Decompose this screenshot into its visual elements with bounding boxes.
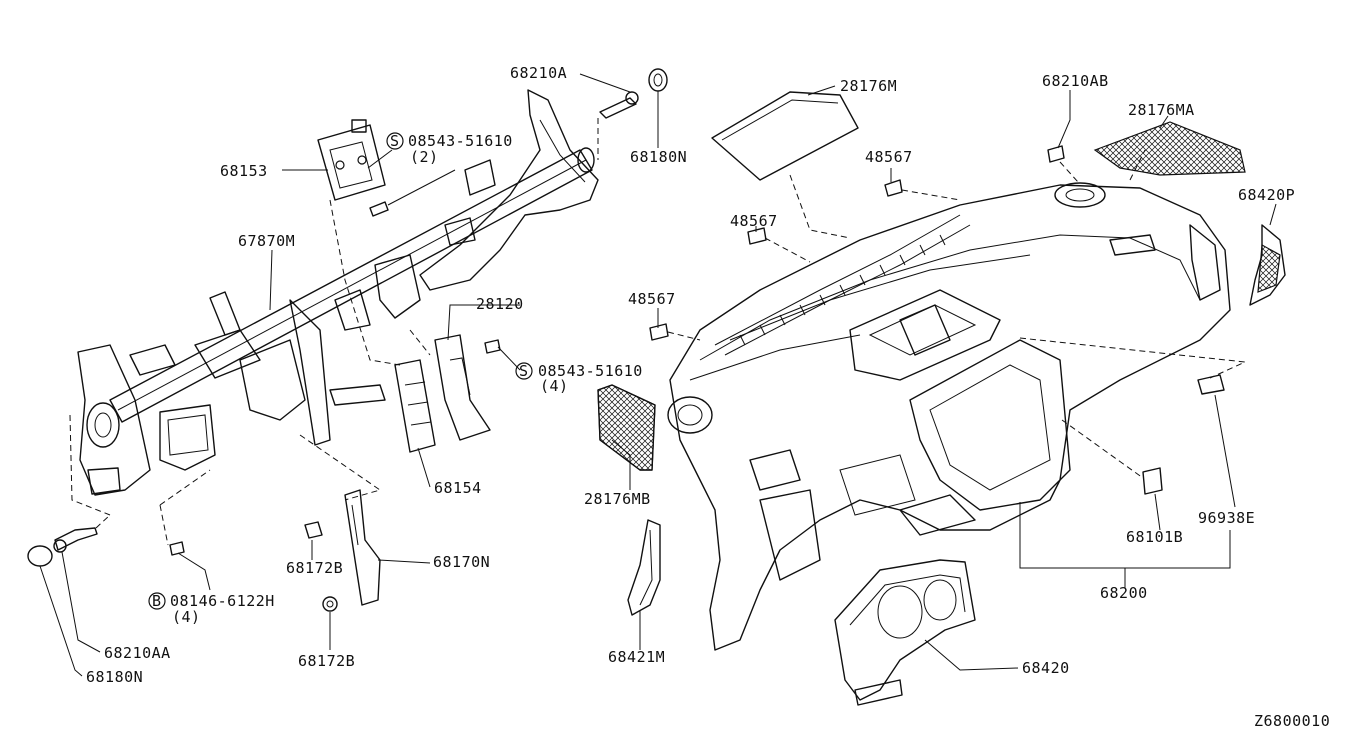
diagram-code: Z6800010 — [1254, 712, 1330, 730]
label-28120: 28120 — [476, 295, 524, 313]
label-68210aa: 68210AA — [104, 644, 171, 662]
clip-68101b — [1142, 467, 1163, 495]
label-68172b-b: 68172B — [298, 652, 355, 670]
symbol-s-top: S — [390, 132, 400, 150]
circle-s-mid — [515, 362, 533, 380]
label-08543-top-qty: (2) — [410, 148, 439, 166]
bracket-28120 — [434, 334, 501, 441]
dash-lines-left — [69, 118, 599, 546]
speaker-grille-28176ma — [1093, 121, 1246, 176]
label-08543-mid: 08543-51610 — [538, 362, 643, 380]
label-48567-c: 48567 — [628, 290, 676, 308]
symbol-b: B — [152, 592, 162, 610]
label-68153: 68153 — [220, 162, 268, 180]
label-68200: 68200 — [1100, 584, 1148, 602]
part-labels: 68210A 68180N 28176M 68210AB 28176MA 485… — [86, 64, 1330, 730]
bracket-68170n — [344, 489, 381, 606]
label-28176ma: 28176MA — [1128, 101, 1195, 119]
label-68180n-bottom: 68180N — [86, 668, 143, 686]
nut-68172b-b — [322, 596, 338, 612]
steering-member-67870m — [77, 89, 599, 496]
label-68101b: 68101B — [1126, 528, 1183, 546]
label-68172b-a: 68172B — [286, 559, 343, 577]
label-28176mb: 28176MB — [584, 490, 651, 508]
cluster-lid-68420 — [834, 559, 976, 706]
label-68420p: 68420P — [1238, 186, 1295, 204]
label-68210ab: 68210AB — [1042, 72, 1109, 90]
label-68420: 68420 — [1022, 659, 1070, 677]
label-08543-mid-qty: (4) — [540, 377, 569, 395]
nut-68172b-a — [304, 521, 323, 539]
label-48567-b: 48567 — [730, 212, 778, 230]
label-68154: 68154 — [434, 479, 482, 497]
symbol-s-mid: S — [519, 362, 529, 380]
bracket-68153 — [317, 119, 386, 201]
circle-b — [148, 592, 166, 610]
label-68180n-top: 68180N — [630, 148, 687, 166]
side-panel-68421m — [627, 519, 661, 616]
bracket-68154 — [394, 359, 436, 453]
label-68210a: 68210A — [510, 64, 567, 82]
label-68170n: 68170N — [433, 553, 490, 571]
bolt-08146 — [169, 541, 185, 556]
label-67870m: 67870M — [238, 232, 295, 250]
label-96938e: 96938E — [1198, 509, 1255, 527]
bolt-08543-top — [369, 201, 389, 217]
screw-68210ab — [1047, 145, 1065, 163]
clips-48567 — [649, 179, 903, 341]
side-panel-68420p — [1249, 224, 1286, 306]
label-08146: 08146-6122H — [170, 592, 275, 610]
instrument-panel-68200 — [667, 182, 1231, 651]
lid-28176m — [711, 91, 859, 181]
screw-68210aa — [53, 527, 98, 553]
cap-68180n-top — [648, 68, 668, 92]
label-28176m: 28176M — [840, 77, 897, 95]
label-68421m: 68421M — [608, 648, 665, 666]
cap-68180n-bottom — [27, 545, 53, 567]
screw-68210a — [599, 91, 639, 119]
label-08146-qty: (4) — [172, 608, 201, 626]
speaker-grille-28176mb — [597, 384, 656, 471]
circle-s-top — [386, 132, 404, 150]
label-48567-a: 48567 — [865, 148, 913, 166]
leader-lines — [39, 73, 1277, 677]
dash-lines-right — [667, 149, 1247, 479]
label-08543-top: 08543-51610 — [408, 132, 513, 150]
